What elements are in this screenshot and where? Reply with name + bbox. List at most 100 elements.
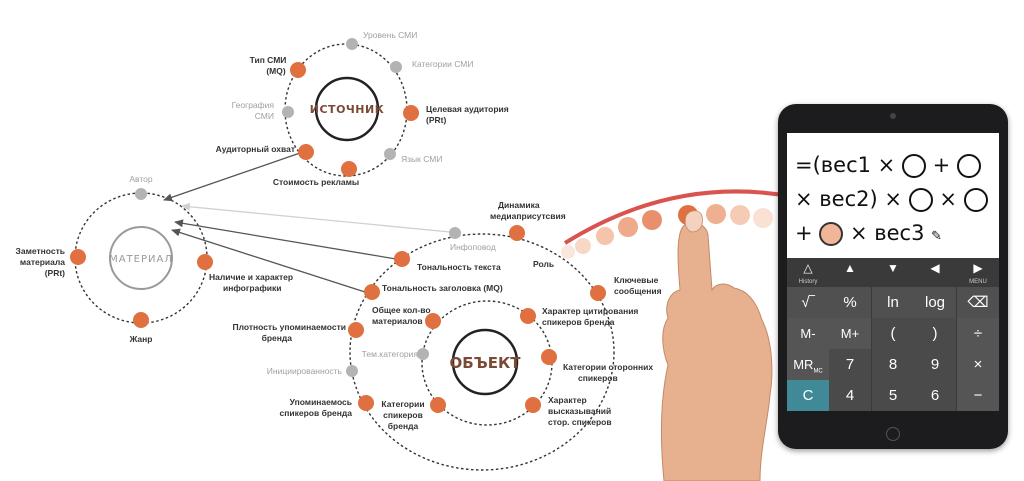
node-brand-speaker-categories	[430, 397, 446, 413]
formula-line-3: + × вес3 ✎	[795, 221, 942, 246]
menu-button[interactable]: ▶MENU	[969, 261, 987, 285]
node-geography	[282, 106, 294, 118]
navigation-bar: △History ▲ ▼ ◀ ▶MENU	[787, 258, 999, 287]
node-news-hook	[449, 227, 461, 239]
node-author	[135, 188, 147, 200]
arrow-reach-to-material	[163, 152, 301, 202]
sqrt-key[interactable]: √‾	[787, 287, 829, 318]
five-key[interactable]: 5	[872, 380, 914, 411]
node-headline-tone	[364, 284, 380, 300]
label-headline-tone: Тональность заголовка (MQ)	[382, 283, 503, 293]
ln-key[interactable]: ln	[872, 287, 914, 318]
home-button[interactable]	[886, 427, 900, 441]
backspace-key[interactable]: ⌫	[957, 287, 999, 318]
node-third-party-statements	[525, 397, 541, 413]
node-ad-cost	[341, 161, 357, 177]
label-role: Роль	[533, 259, 554, 269]
calculator-screen: =(вес1 × + × вес2) × × + × вес3 ✎ △Histo…	[787, 133, 999, 411]
nine-key[interactable]: 9	[914, 349, 956, 380]
formula-line2-prefix: × вес2) ×	[795, 187, 902, 211]
formula-display: =(вес1 × + × вес2) × × + × вес3 ✎	[787, 133, 999, 258]
mr-key[interactable]: MRMC	[787, 349, 829, 380]
formula-placeholder-circle	[963, 188, 988, 212]
formula-active-circle[interactable]	[819, 222, 844, 246]
formula-line-1: =(вес1 × +	[795, 153, 981, 178]
label-audience-reach: Аудиторный охват	[216, 144, 295, 154]
seven-key[interactable]: 7	[829, 349, 871, 380]
pencil-icon[interactable]: ✎	[931, 229, 943, 244]
label-initiation: Инициированность	[267, 366, 343, 376]
clear-key[interactable]: C	[787, 380, 829, 411]
m-minus-key[interactable]: M-	[787, 318, 829, 349]
material-hub-label: МАТЕРИАЛ	[109, 254, 173, 265]
formula-plus: +	[932, 153, 951, 177]
node-media-type	[290, 62, 306, 78]
source-hub	[314, 76, 380, 142]
node-mention-density	[348, 322, 364, 338]
node-text-tone	[394, 251, 410, 267]
keypad: √‾ % ln log ⌫ M- M+ ( ) ÷ MRMC 7 8 9 × C…	[787, 287, 999, 411]
open-paren-key[interactable]: (	[872, 318, 914, 349]
close-paren-key[interactable]: )	[914, 318, 956, 349]
source-hub-label: ИСТОЧНИК	[310, 103, 384, 116]
down-arrow-button[interactable]: ▼	[887, 261, 899, 275]
label-ad-cost: Стоимость рекламы	[273, 177, 359, 187]
up-arrow-button[interactable]: ▲	[844, 261, 856, 275]
left-arrow-button[interactable]: ◀	[930, 261, 940, 275]
formula-line3-prefix: +	[795, 221, 813, 245]
m-plus-key[interactable]: M+	[829, 318, 871, 349]
label-news-hook: Инфоповод	[450, 242, 496, 252]
node-target-audience	[403, 105, 419, 121]
label-author: Автор	[129, 174, 153, 184]
node-audience-reach	[298, 144, 314, 160]
tablet-camera	[890, 113, 896, 119]
node-infographics	[197, 254, 213, 270]
pointing-hand	[660, 210, 773, 481]
eight-key[interactable]: 8	[872, 349, 914, 380]
multiply-key[interactable]: ×	[957, 349, 999, 380]
node-visibility	[70, 249, 86, 265]
label-topic-category: Тем.категория	[362, 349, 419, 359]
arrow-headline-to-material	[171, 228, 366, 293]
node-topic-category	[417, 348, 429, 360]
node-third-party-speakers	[541, 349, 557, 365]
node-media-dynamics	[509, 225, 525, 241]
node-brand-speaker-citation	[520, 308, 536, 324]
six-key[interactable]: 6	[914, 380, 956, 411]
tablet-device: =(вес1 × + × вес2) × × + × вес3 ✎ △Histo…	[778, 104, 1008, 449]
node-initiation	[346, 365, 358, 377]
four-key[interactable]: 4	[829, 380, 871, 411]
object-outer-orbit	[349, 233, 615, 471]
formula-times: ×	[939, 187, 957, 211]
label-media-type: Тип СМИ(MQ)	[250, 55, 287, 76]
log-key[interactable]: log	[914, 287, 956, 318]
node-brand-speaker-mentions	[358, 395, 374, 411]
object-hub	[451, 328, 519, 396]
minus-key[interactable]: −	[957, 380, 999, 411]
arrow-texttone-to-material	[174, 219, 403, 261]
node-key-messages	[590, 285, 606, 301]
arrow-newshook-to-material	[181, 202, 451, 233]
label-media-level: Уровень СМИ	[363, 30, 417, 40]
node-genre	[133, 312, 149, 328]
formula-line-2: × вес2) × ×	[795, 187, 988, 212]
divide-key[interactable]: ÷	[957, 318, 999, 349]
history-button[interactable]: △History	[798, 261, 818, 285]
label-media-category: Категории СМИ	[412, 59, 473, 69]
formula-line3-suffix: × вес3	[849, 221, 925, 245]
material-hub	[109, 226, 173, 290]
node-materials-count	[425, 313, 441, 329]
percent-key[interactable]: %	[829, 287, 871, 318]
